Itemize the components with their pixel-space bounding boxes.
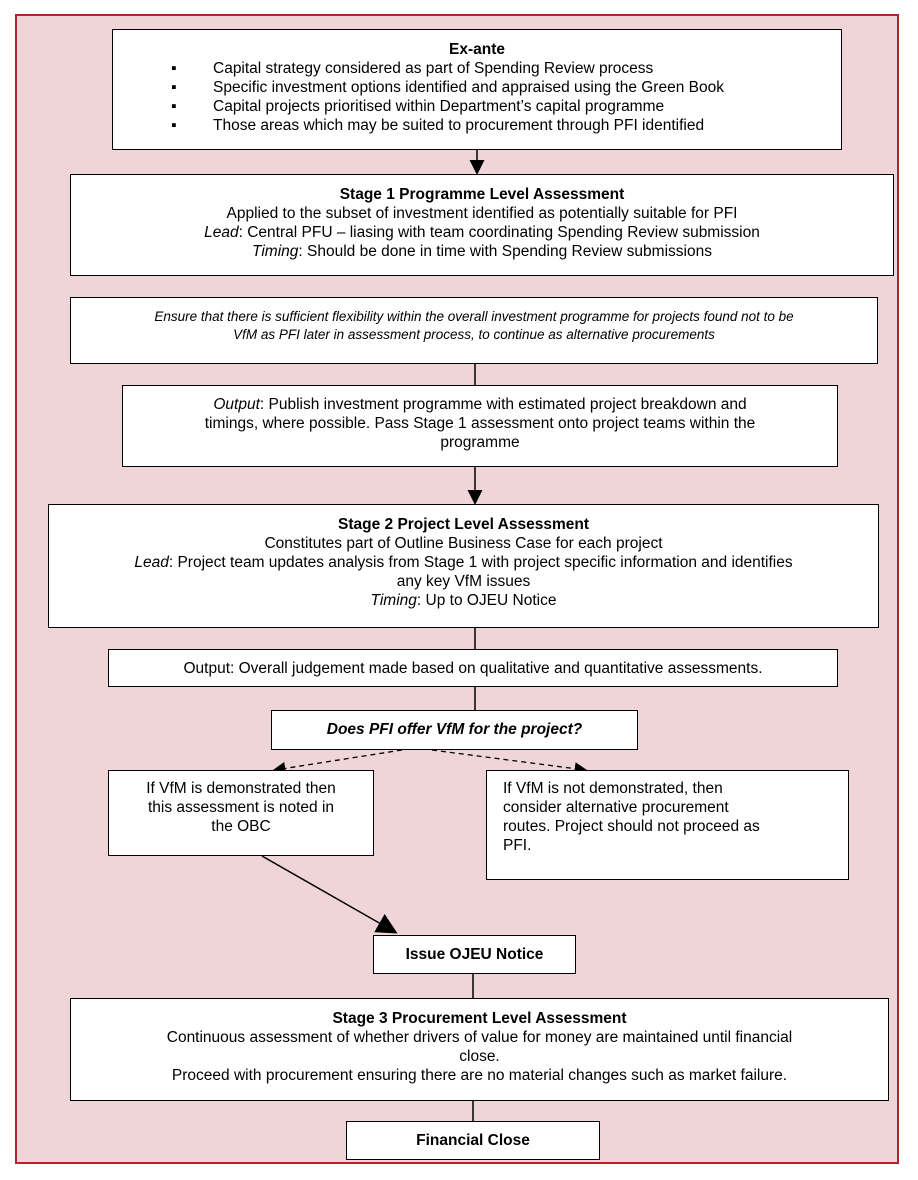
- stage1-timing: Timing: Should be done in time with Spen…: [252, 243, 712, 260]
- stage2-lead-cont: any key VfM issues: [396, 573, 531, 590]
- stage1-lead: Lead: Central PFU – liasing with team co…: [204, 224, 760, 241]
- ojeu-notice-text: Issue OJEU Notice: [405, 946, 544, 963]
- stage1-description: Applied to the subset of investment iden…: [226, 205, 738, 222]
- stage3-title: Stage 3 Procurement Level Assessment: [332, 1010, 627, 1027]
- vfm-no-line-2: consider alternative procurement: [503, 799, 729, 816]
- vfm-no-line-3: routes. Project should not proceed as: [503, 818, 760, 835]
- vfm-yes-box: If VfM is demonstrated then this assessm…: [108, 770, 374, 856]
- exante-bullet-3: Capital projects prioritised within Depa…: [113, 97, 841, 116]
- stage1-title: Stage 1 Programme Level Assessment: [339, 186, 625, 203]
- stage1-output-line-1: Output: Publish investment programme wit…: [213, 396, 747, 413]
- vfm-yes-line-3: the OBC: [211, 818, 271, 835]
- stage3-line-2: close.: [459, 1048, 500, 1065]
- stage2-timing: Timing: Up to OJEU Notice: [370, 592, 557, 609]
- flexibility-text-2: VfM as PFI later in assessment process, …: [233, 327, 715, 342]
- vfm-yes-line-1: If VfM is demonstrated then: [146, 780, 336, 797]
- financial-close-box: Financial Close: [346, 1121, 600, 1160]
- stage3-line-1: Continuous assessment of whether drivers…: [166, 1029, 793, 1046]
- exante-bullet-2: Specific investment options identified a…: [113, 78, 841, 97]
- stage2-description: Constitutes part of Outline Business Cas…: [264, 535, 663, 552]
- exante-bullet-4: Those areas which may be suited to procu…: [113, 116, 841, 135]
- financial-close-text: Financial Close: [416, 1132, 530, 1149]
- vfm-no-line-4: PFI.: [503, 837, 532, 854]
- stage1-output-line-2: timings, where possible. Pass Stage 1 as…: [204, 415, 756, 432]
- exante-box: Ex-ante Capital strategy considered as p…: [112, 29, 842, 150]
- stage1-box: Stage 1 Programme Level Assessment Appli…: [70, 174, 894, 276]
- stage1-output-box: Output: Publish investment programme wit…: [122, 385, 838, 467]
- ojeu-notice-box: Issue OJEU Notice: [373, 935, 576, 974]
- stage3-box: Stage 3 Procurement Level Assessment Con…: [70, 998, 889, 1101]
- exante-title: Ex-ante: [449, 41, 505, 58]
- dashed-arrow-no: [431, 749, 588, 776]
- stage2-title: Stage 2 Project Level Assessment: [338, 516, 589, 533]
- arrow-yes-to-ojeu: [261, 855, 398, 934]
- decision-box: Does PFI offer VfM for the project?: [271, 710, 638, 750]
- decision-question: Does PFI offer VfM for the project?: [326, 721, 583, 738]
- stage2-box: Stage 2 Project Level Assessment Constit…: [48, 504, 879, 628]
- dashed-arrow-yes: [272, 749, 403, 775]
- flexibility-box: Ensure that there is sufficient flexibil…: [70, 297, 878, 364]
- stage2-lead: Lead: Project team updates analysis from…: [134, 554, 793, 571]
- stage1-output-line-3: programme: [440, 434, 520, 451]
- vfm-no-box: If VfM is not demonstrated, then conside…: [486, 770, 849, 880]
- stage2-output-text: Output: Overall judgement made based on …: [183, 660, 763, 677]
- exante-bullet-1: Capital strategy considered as part of S…: [113, 59, 841, 78]
- stage3-line-3: Proceed with procurement ensuring there …: [171, 1067, 788, 1084]
- vfm-yes-line-2: this assessment is noted in: [147, 799, 335, 816]
- vfm-no-line-1: If VfM is not demonstrated, then: [503, 780, 723, 797]
- flexibility-text-1: Ensure that there is sufficient flexibil…: [154, 309, 794, 324]
- stage2-output-box: Output: Overall judgement made based on …: [108, 649, 838, 687]
